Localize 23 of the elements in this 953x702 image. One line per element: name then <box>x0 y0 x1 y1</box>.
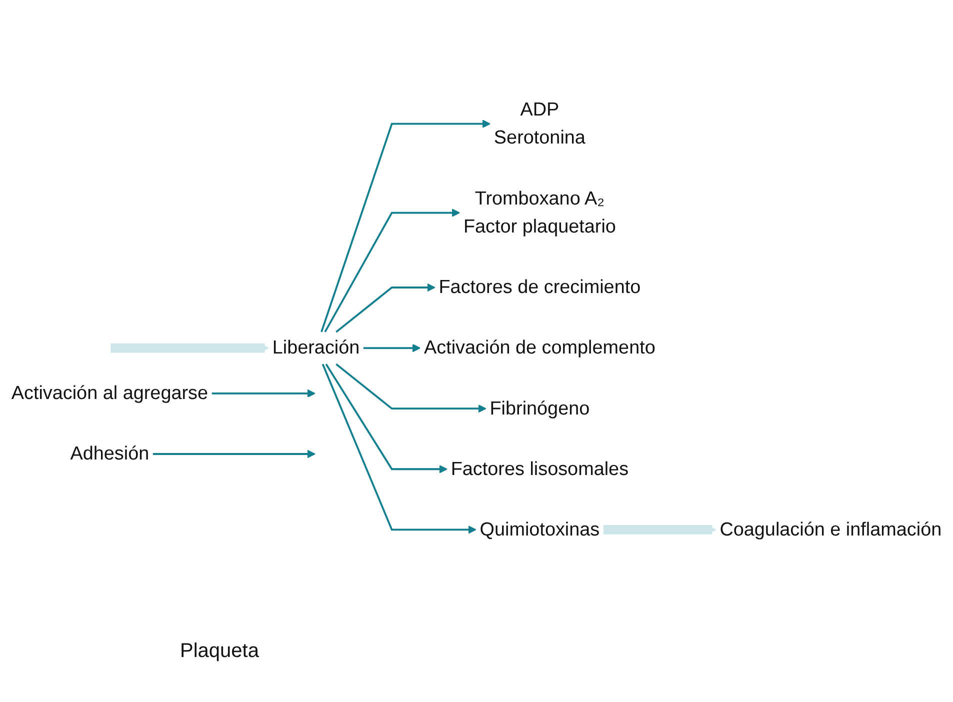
node-label: Activación de complemento <box>424 338 656 359</box>
node-label: Liberación <box>272 338 360 359</box>
node-label: Factores lisosomales <box>450 459 629 480</box>
arrow <box>336 284 436 334</box>
caption-text: Plaqueta <box>180 640 259 662</box>
arrow <box>363 344 421 353</box>
wide-arrow <box>603 525 716 535</box>
arrow <box>322 364 476 534</box>
node-label: Quimiotoxinas <box>480 520 600 540</box>
node-label: Factores de crecimiento <box>438 277 641 298</box>
node-label: ADP Serotonina <box>494 100 586 149</box>
arrow <box>325 364 448 474</box>
arrow <box>152 450 316 458</box>
arrow <box>320 120 491 333</box>
arrow <box>324 208 460 333</box>
node-label: Tromboxano A₂ Factor plaquetario <box>463 188 616 238</box>
wide-arrow <box>110 344 269 354</box>
node-label: Fibrinógeno <box>490 398 590 420</box>
node-label: Activación al agregarse <box>11 383 208 404</box>
node-label: Coagulación e inflamación <box>720 520 942 540</box>
node-label: Adhesión <box>70 444 150 465</box>
arrow <box>212 390 316 398</box>
arrow <box>336 364 486 414</box>
